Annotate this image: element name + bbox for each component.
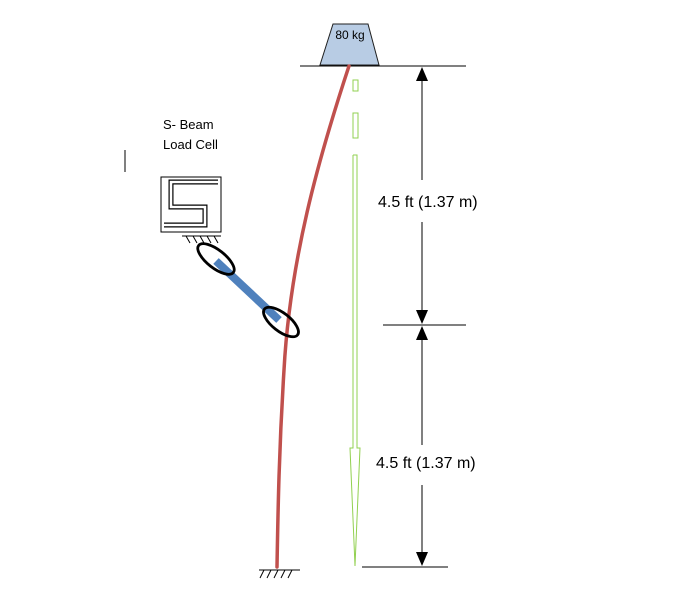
load-cell-label-line2: Load Cell (163, 137, 218, 152)
arrowhead-down-icon (416, 552, 428, 566)
upper-dimension-arrow (416, 67, 428, 324)
upper-ring (196, 242, 236, 276)
lower-ring (262, 305, 300, 339)
ground-support-icon (259, 569, 300, 579)
bent-pole (275, 64, 351, 569)
lower-dimension-label: 4.5 ft (1.37 m) (376, 455, 476, 472)
arrowhead-up-icon (416, 67, 428, 81)
weight-label: 80 kg (335, 28, 364, 42)
arrowhead-up-icon (416, 326, 428, 340)
load-cell-label-line1: S- Beam (163, 117, 214, 132)
load-cell-mount-icon (182, 235, 221, 244)
load-direction-arrow (349, 79, 361, 567)
connecting-link (213, 258, 282, 323)
weight-shape (319, 23, 380, 66)
lower-dimension-arrow (416, 326, 428, 566)
arrowhead-down-icon (416, 310, 428, 324)
upper-dimension-label: 4.5 ft (1.37 m) (378, 194, 478, 211)
s-beam-load-cell-icon (160, 176, 222, 233)
weight-block: 80 kg (319, 23, 380, 66)
